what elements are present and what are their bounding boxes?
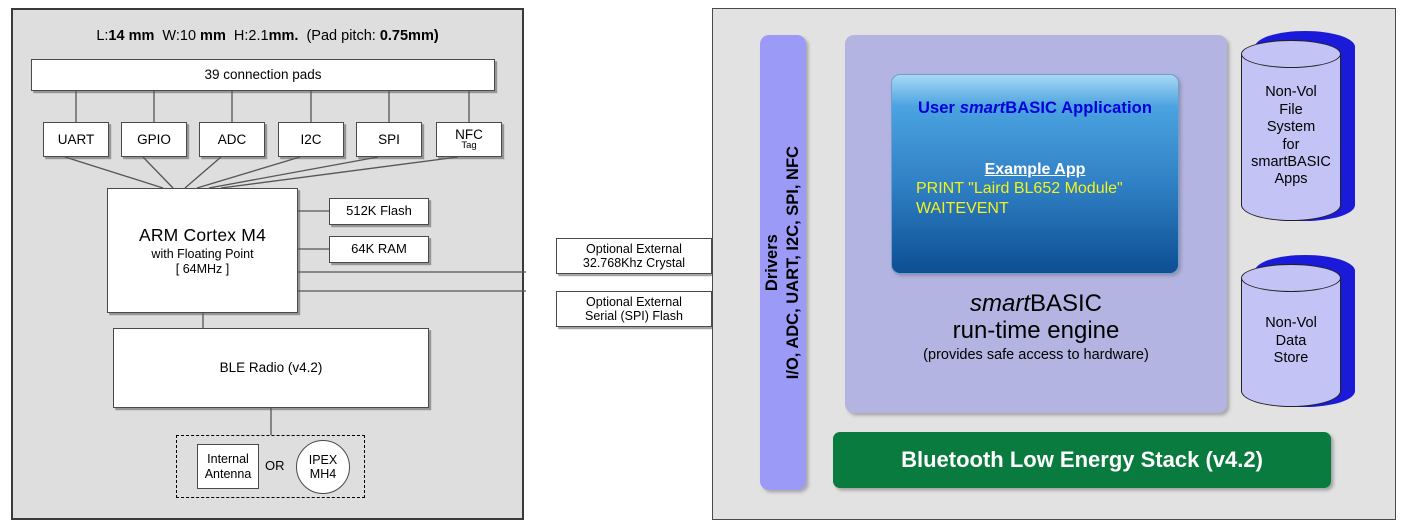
cpu-clock-label: [ 64MHz ] [175,261,230,276]
module-dimensions-header: L:14 mm W:10 mm H:2.1mm. (Pad pitch: 0.7… [13,28,522,44]
app-title-italic: smart [959,99,1006,117]
peripheral-uart: UART [43,122,109,157]
engine-subtitle: run-time engine [952,317,1120,344]
external-crystal-box: Optional External 32.768Khz Crystal [556,238,712,274]
dim-width-label: W:10 [162,28,197,44]
dim-width-unit: mm [200,28,226,44]
nonvol-file-system-cylinder: Non-Vol File System for smartBASIC Apps [1241,31,1369,221]
fs-line-2: File [1279,101,1303,118]
user-application-box: User smartBASIC Application Example App … [891,74,1179,274]
ipex-line1: IPEX [308,453,338,467]
internal-ram-box: 64K RAM [329,236,429,263]
peripheral-nfc-sublabel: Tag [461,140,477,152]
fs-line-6: Apps [1274,171,1308,188]
internal-ram-label: 64K RAM [351,241,407,257]
dim-length-value: 14 mm [108,28,155,44]
external-crystal-line2: 32.768Khz Crystal [582,256,686,270]
cpu-name-label: ARM Cortex M4 [138,225,267,246]
user-application-title: User smartBASIC Application [892,99,1178,118]
peripheral-gpio: GPIO [121,122,187,157]
dim-height-label: H:2.1 [233,28,269,44]
peripheral-adc-label: ADC [217,131,247,147]
ble-stack-bar: Bluetooth Low Energy Stack (v4.2) [833,432,1331,488]
peripheral-nfc-label: NFC [455,126,483,142]
peripheral-uart-label: UART [57,131,95,147]
ds-line-2: Data [1275,332,1307,349]
engine-name-italic: smart [969,290,1030,317]
file-system-cylinder-top [1241,40,1341,68]
engine-caption: smartBASIC run-time engine (provides saf… [845,290,1227,363]
ble-radio-box: BLE Radio (v4.2) [113,328,429,408]
cpu-core-box: ARM Cortex M4 with Floating Point [ 64MH… [107,188,298,313]
ds-line-3: Store [1273,350,1309,367]
peripheral-nfc: NFC Tag [436,122,502,157]
ds-line-1: Non-Vol [1265,315,1317,332]
pad-pitch-value: 0.75mm) [379,28,439,44]
engine-name: smartBASIC [845,290,1227,318]
peripheral-adc: ADC [199,122,265,157]
drivers-bar: Drivers I/O, ADC, UART, I2C, SPI, NFC [760,35,806,490]
file-system-cylinder-label: Non-Vol File System for smartBASIC Apps [1251,72,1331,188]
fs-line-4: for [1282,136,1300,153]
nonvol-data-store-cylinder: Non-Vol Data Store [1241,255,1369,407]
drivers-title: Drivers [763,234,782,291]
code-line-waitevent: WAITEVENT [916,199,1009,217]
internal-antenna-line1: Internal [207,452,249,467]
peripheral-spi-label: SPI [378,131,400,147]
smartbasic-engine-panel: User smartBASIC Application Example App … [845,35,1227,413]
peripheral-i2c: I2C [278,122,344,157]
file-system-cylinder-body: Non-Vol File System for smartBASIC Apps [1241,40,1341,221]
pad-pitch-label: (Pad pitch: [306,28,376,44]
internal-flash-label: 512K Flash [346,203,412,219]
software-stack-panel: Drivers I/O, ADC, UART, I2C, SPI, NFC Us… [712,8,1396,520]
peripheral-i2c-label: I2C [300,131,322,147]
external-spi-flash-line2: Serial (SPI) Flash [585,309,683,323]
dim-height-unit: mm. [268,28,299,44]
fs-line-1: Non-Vol [1265,84,1317,101]
example-app-heading: Example App [984,161,1086,178]
antenna-option-group [176,435,365,498]
peripheral-gpio-label: GPIO [137,131,171,147]
module-block-diagram-panel: L:14 mm W:10 mm H:2.1mm. (Pad pitch: 0.7… [11,8,712,520]
peripheral-spi: SPI [356,122,422,157]
fs-line-5: smartBASIC [1251,153,1331,170]
connection-pads-box: 39 connection pads [31,59,495,91]
external-spi-flash-box: Optional External Serial (SPI) Flash [556,291,712,327]
ble-stack-label: Bluetooth Low Energy Stack (v4.2) [901,447,1263,472]
drivers-list: I/O, ADC, UART, I2C, SPI, NFC [784,145,803,380]
connection-pads-label: 39 connection pads [204,67,322,83]
external-spi-flash-line1: Optional External [586,294,682,309]
ble-radio-label: BLE Radio (v4.2) [219,360,323,376]
engine-name-rest: BASIC [1029,290,1103,317]
connector-lines [64,91,526,435]
ipex-connector-circle: IPEX MH4 [296,440,350,494]
cpu-fpu-label: with Floating Point [151,247,254,262]
app-title-suffix: BASIC Application [1005,99,1153,117]
internal-flash-box: 512K Flash [329,198,429,225]
code-line-print: PRINT "Laird BL652 Module" [916,180,1123,197]
external-crystal-line1: Optional External [586,241,682,256]
ipex-line2: MH4 [309,467,337,481]
internal-antenna-box: Internal Antenna [197,444,259,489]
dim-length-label: L: [96,28,109,44]
internal-antenna-line2: Antenna [204,466,252,481]
engine-note: (provides safe access to hardware) [923,347,1149,364]
antenna-or-label: OR [265,458,285,473]
fs-line-3: System [1266,119,1316,136]
app-title-prefix: User [917,99,960,117]
drivers-bar-text: Drivers I/O, ADC, UART, I2C, SPI, NFC [762,146,803,379]
data-store-cylinder-label: Non-Vol Data Store [1265,303,1317,367]
data-store-cylinder-top [1241,264,1341,292]
